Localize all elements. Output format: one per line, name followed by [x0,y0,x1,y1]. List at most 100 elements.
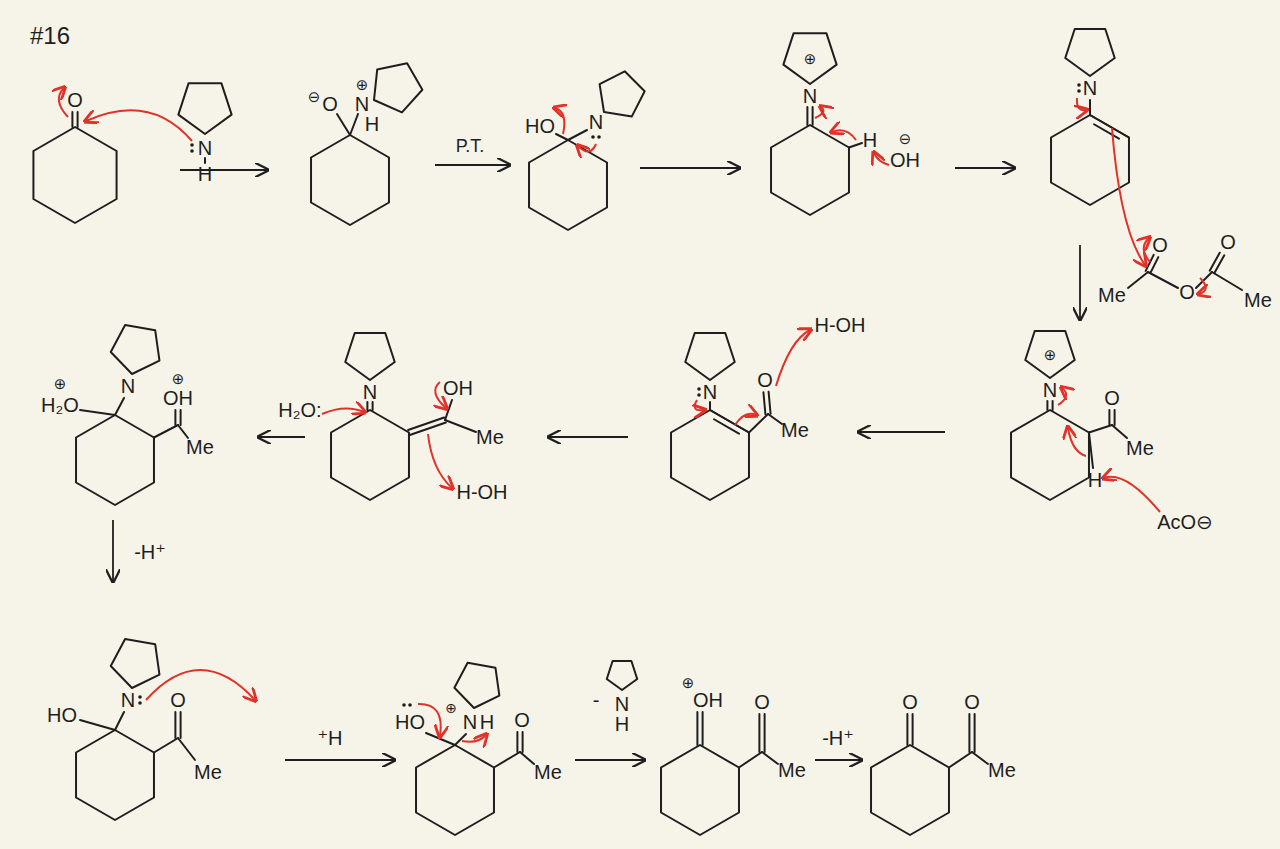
electron-arrow [1058,388,1066,405]
structure-label: H [480,712,494,732]
structure-label: HO [47,705,77,725]
ring-bond [416,745,494,835]
reaction-arrow [640,167,740,169]
ring-bond [1025,331,1074,378]
structure-label: O [322,94,338,114]
bond-line [806,107,808,125]
structure-label: N [198,138,212,158]
bond-line [949,752,972,768]
bond-line [812,107,814,125]
structure-label: H [615,714,629,734]
lone-pair [1077,89,1081,93]
bond-line [912,714,914,745]
bond-line [1046,401,1048,410]
structure-label: O [170,690,186,710]
electron-arrow [1144,238,1150,262]
structure-label: H₂O: [278,400,321,420]
bond-line [702,712,704,745]
electron-arrow [735,414,756,425]
structure-label: Me [1244,290,1272,310]
bond-line [968,714,970,752]
bond-line [350,114,358,135]
structure-label: H [198,164,212,184]
bond-line [1210,253,1220,271]
structure-label: ⊖ [308,89,321,104]
electron-arrow [1112,128,1145,265]
structure-label: O [757,370,773,390]
structure-label: ⊕ [172,371,185,386]
electron-arrow [462,735,486,742]
ring-bond [600,71,645,116]
structure-label: P.T. [456,137,485,155]
lone-pair [1077,83,1081,87]
lone-pair [138,695,142,699]
electron-arrow [1104,477,1160,512]
structure-label: N [1083,78,1097,98]
structure-label: N [803,86,817,106]
bond-line [522,732,524,752]
ring-bond [1065,29,1114,76]
bond-line [115,712,124,730]
lone-pair [138,701,142,705]
structure-label: O [67,90,83,110]
electron-arrow [874,153,889,165]
bond-line [1108,410,1110,425]
electron-arrow [146,670,255,700]
bond-line [520,752,534,764]
reaction-arrow [548,436,628,438]
bond-line [763,392,765,414]
structure-label: Me [988,760,1016,780]
structure-label: N [615,694,629,714]
structure-label: ⊕ [1044,347,1057,362]
bond-line [1196,272,1212,288]
ring-bond [76,415,154,505]
ring-bond [345,333,394,380]
structure-label: HO [395,712,425,732]
structure-label: Me [476,427,504,447]
ring-bond [607,661,637,690]
bond-line [1094,124,1119,138]
electron-arrow [815,107,823,118]
structure-label: - [593,690,600,710]
structure-label: O [1220,232,1236,252]
electron-arrow [578,144,596,152]
bond-line [768,414,782,424]
lone-pair [597,135,601,139]
lone-pair [591,135,595,139]
structure-label: ⊕ [804,51,817,66]
structure-label: -H⁺ [822,728,854,748]
bond-line [974,714,976,752]
structure-label: HO [525,116,555,136]
ring-bond [771,125,849,215]
bond-line [372,402,374,410]
structure-label: Me [778,760,806,780]
bond-line [749,414,768,433]
ring-bond [76,730,154,820]
bond-line [80,720,115,730]
bond-line [410,422,446,435]
reaction-arrow [112,520,114,582]
ring-bond [783,33,836,84]
electron-arrow [322,408,364,414]
reaction-arrow [575,759,645,761]
structure-label: AcO⊖ [1157,512,1213,532]
bond-line [1089,433,1093,469]
bond-line [1212,272,1242,290]
structure-label: O [964,692,980,712]
bond-line [178,738,195,760]
reaction-arrow [955,167,1015,169]
bond-line [696,712,698,745]
ring-bond [374,63,422,112]
skeletal-structures [33,29,1242,835]
structure-label: Me [194,762,222,782]
structure-label: O [1104,388,1120,408]
lone-pair [697,393,701,397]
structure-label: OH [890,150,920,170]
electron-arrow [428,434,452,488]
bond-line [556,134,568,140]
bond-line [408,418,444,431]
electron-arrow [1068,428,1086,456]
bond-line [71,112,73,127]
